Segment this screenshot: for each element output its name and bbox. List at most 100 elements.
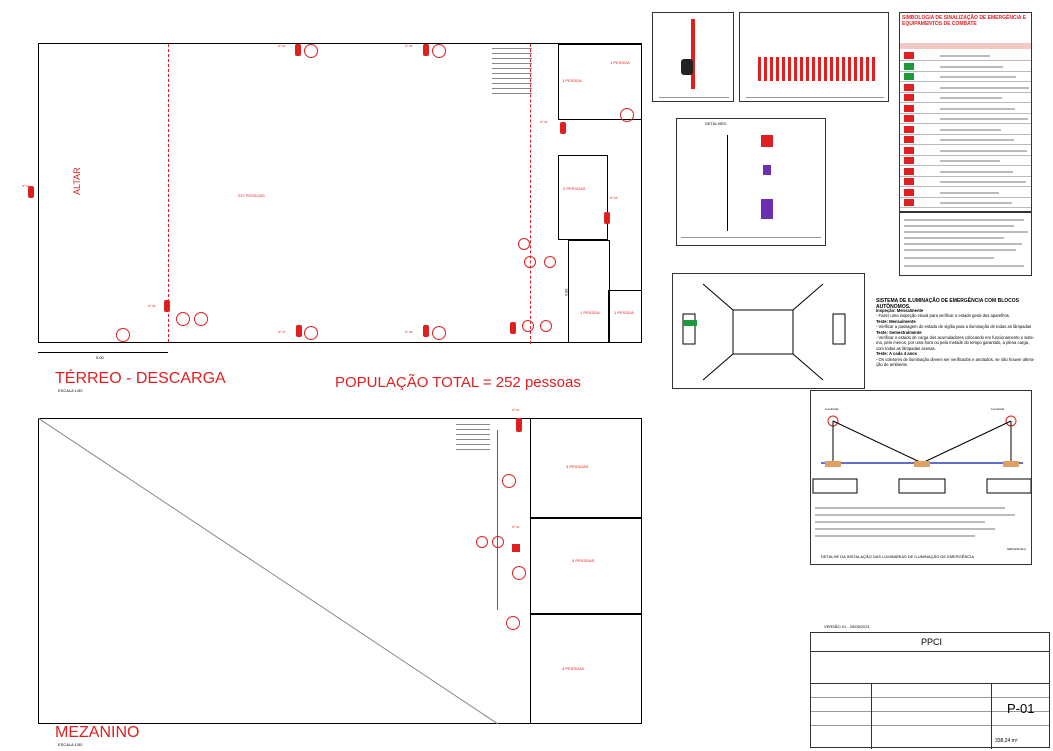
symbol-text [940,65,1003,68]
lamp-icon [304,44,318,58]
note-line: com todas as lâmpadas acesas. [876,345,936,351]
symbol-icon [904,167,914,175]
symbol-icon [904,62,914,70]
extinguisher-icon [560,122,566,134]
mezanino-room [530,418,642,518]
extinguisher-label: Nº 03 [405,44,413,48]
sheet-number: P-01 [1007,701,1035,716]
symbology-header [900,43,1031,49]
symbol-icon [904,188,914,196]
extinguisher-icon [28,186,34,198]
note-line: - Verificar o estado de carga dos acumul… [876,335,1035,341]
lamp-icon [763,165,771,175]
symbol-text [940,202,1012,204]
terreo-plan [38,43,642,343]
symbol-text [940,86,1029,89]
notes-box [899,212,1032,276]
symbol-text [940,139,1014,141]
lamp-icon [518,238,530,250]
extinguisher-icon [164,300,170,312]
symbol-icon [904,94,914,101]
note-line: - Verificar a passagem do estado de vigí… [876,324,1032,330]
room-label: 1 PESSOA [580,310,600,315]
extinguisher-label: Nº 08 [405,330,413,334]
lighting-notes: Inspeção: Mensalmente - Fazer uma inspeç… [876,308,1046,367]
extinguisher-label: Nº 02 [512,525,520,529]
wall [530,44,532,344]
corridor-perspective [682,283,846,381]
symbol-icon [904,178,914,185]
extinguisher-icon [516,418,522,432]
symbology-row [900,93,1031,103]
symbol-icon [904,52,914,59]
symbol-text [940,191,999,194]
symbology-row [900,167,1031,177]
corridor-detail [672,273,865,389]
luminaire-label: Luminária [825,407,839,411]
lamp-icon [194,312,208,326]
extinguisher-icon [423,325,429,337]
symbol-text [940,107,1015,110]
project-title: PPCI [921,637,943,647]
symbol-text [940,55,990,57]
room-low-right [568,240,610,343]
altar-label: ALTAR [72,167,82,195]
symbol-text [940,76,1016,78]
room-label: 3 PESSOAS [566,464,589,469]
sign-icon [761,135,773,147]
symbology-row [900,156,1031,166]
note-line: - Os coletores de iluminação devem ser v… [876,356,1035,362]
symbol-text [940,149,1027,152]
symbology-table: SIMBOLOGIA DE SINALIZAÇÃO DE EMERGÊNCIA … [899,12,1032,212]
terreo-scale: ESCALA 1/50 [58,388,83,393]
room-label: 4 PESSOAS [562,666,585,671]
detail-door [758,57,878,81]
note-line: ção de ambiente. [876,362,909,368]
extinguisher-label: Nº 02 [278,44,286,48]
extinguisher-icon [604,212,610,224]
room-label: 1 PESSOA [614,310,634,315]
symbology-row [900,104,1031,114]
room-label-center: 237 PESSOAS [238,193,265,198]
room-upper-right [558,44,642,120]
mezanino-stairs [456,420,490,450]
symbology-row [900,135,1031,145]
symbology-row [900,198,1031,208]
area-value: 338,24 m² [995,738,1018,744]
void-diagonal [38,418,498,724]
extinguisher-label: Nº 04 [540,120,548,124]
symbol-text [940,118,1028,120]
extinguisher-icon [510,322,516,334]
extinguisher-label: Nº 01 [22,184,30,188]
luminaire-scale: SEM ESCALA [1007,547,1027,551]
symbology-row [900,72,1031,82]
lamp-icon [304,326,318,340]
detail-frame-1 [652,12,734,102]
mezanino-title: MEZANINO [55,724,140,741]
lamp-icon [476,536,488,548]
mezanino-room [530,614,642,724]
symbology-row [900,188,1031,198]
lamp-icon [524,256,536,268]
symbology-row [900,114,1031,124]
symbol-text [940,170,1013,173]
symbol-text [940,128,1001,131]
lighting-title: SISTEMA DE ILUMINAÇÃO DE EMERGÊNCIA COM … [876,298,1019,310]
detail-pipe [691,19,695,89]
symbol-icon [904,115,914,122]
symbology-row [900,62,1031,72]
luminaire-diagram [812,415,1031,494]
dimension-height: 4.00 [563,288,569,297]
mezanino-edge [497,430,498,610]
note-line: Teste: Mensalmente [876,318,916,324]
lamp-icon [116,328,130,342]
symbol-text [940,160,1000,162]
title-block: PPCI P-01 338,24 m² [810,632,1050,749]
symbology-rows [900,51,1031,211]
dimension-line [38,352,168,353]
symbol-icon [904,199,914,206]
extinguisher-label: Nº 07 [278,330,286,334]
detail-frame-3: DETALHES: [676,118,826,246]
symbol-icon [904,157,914,164]
extinguisher-label: Nº 01 [512,408,520,412]
